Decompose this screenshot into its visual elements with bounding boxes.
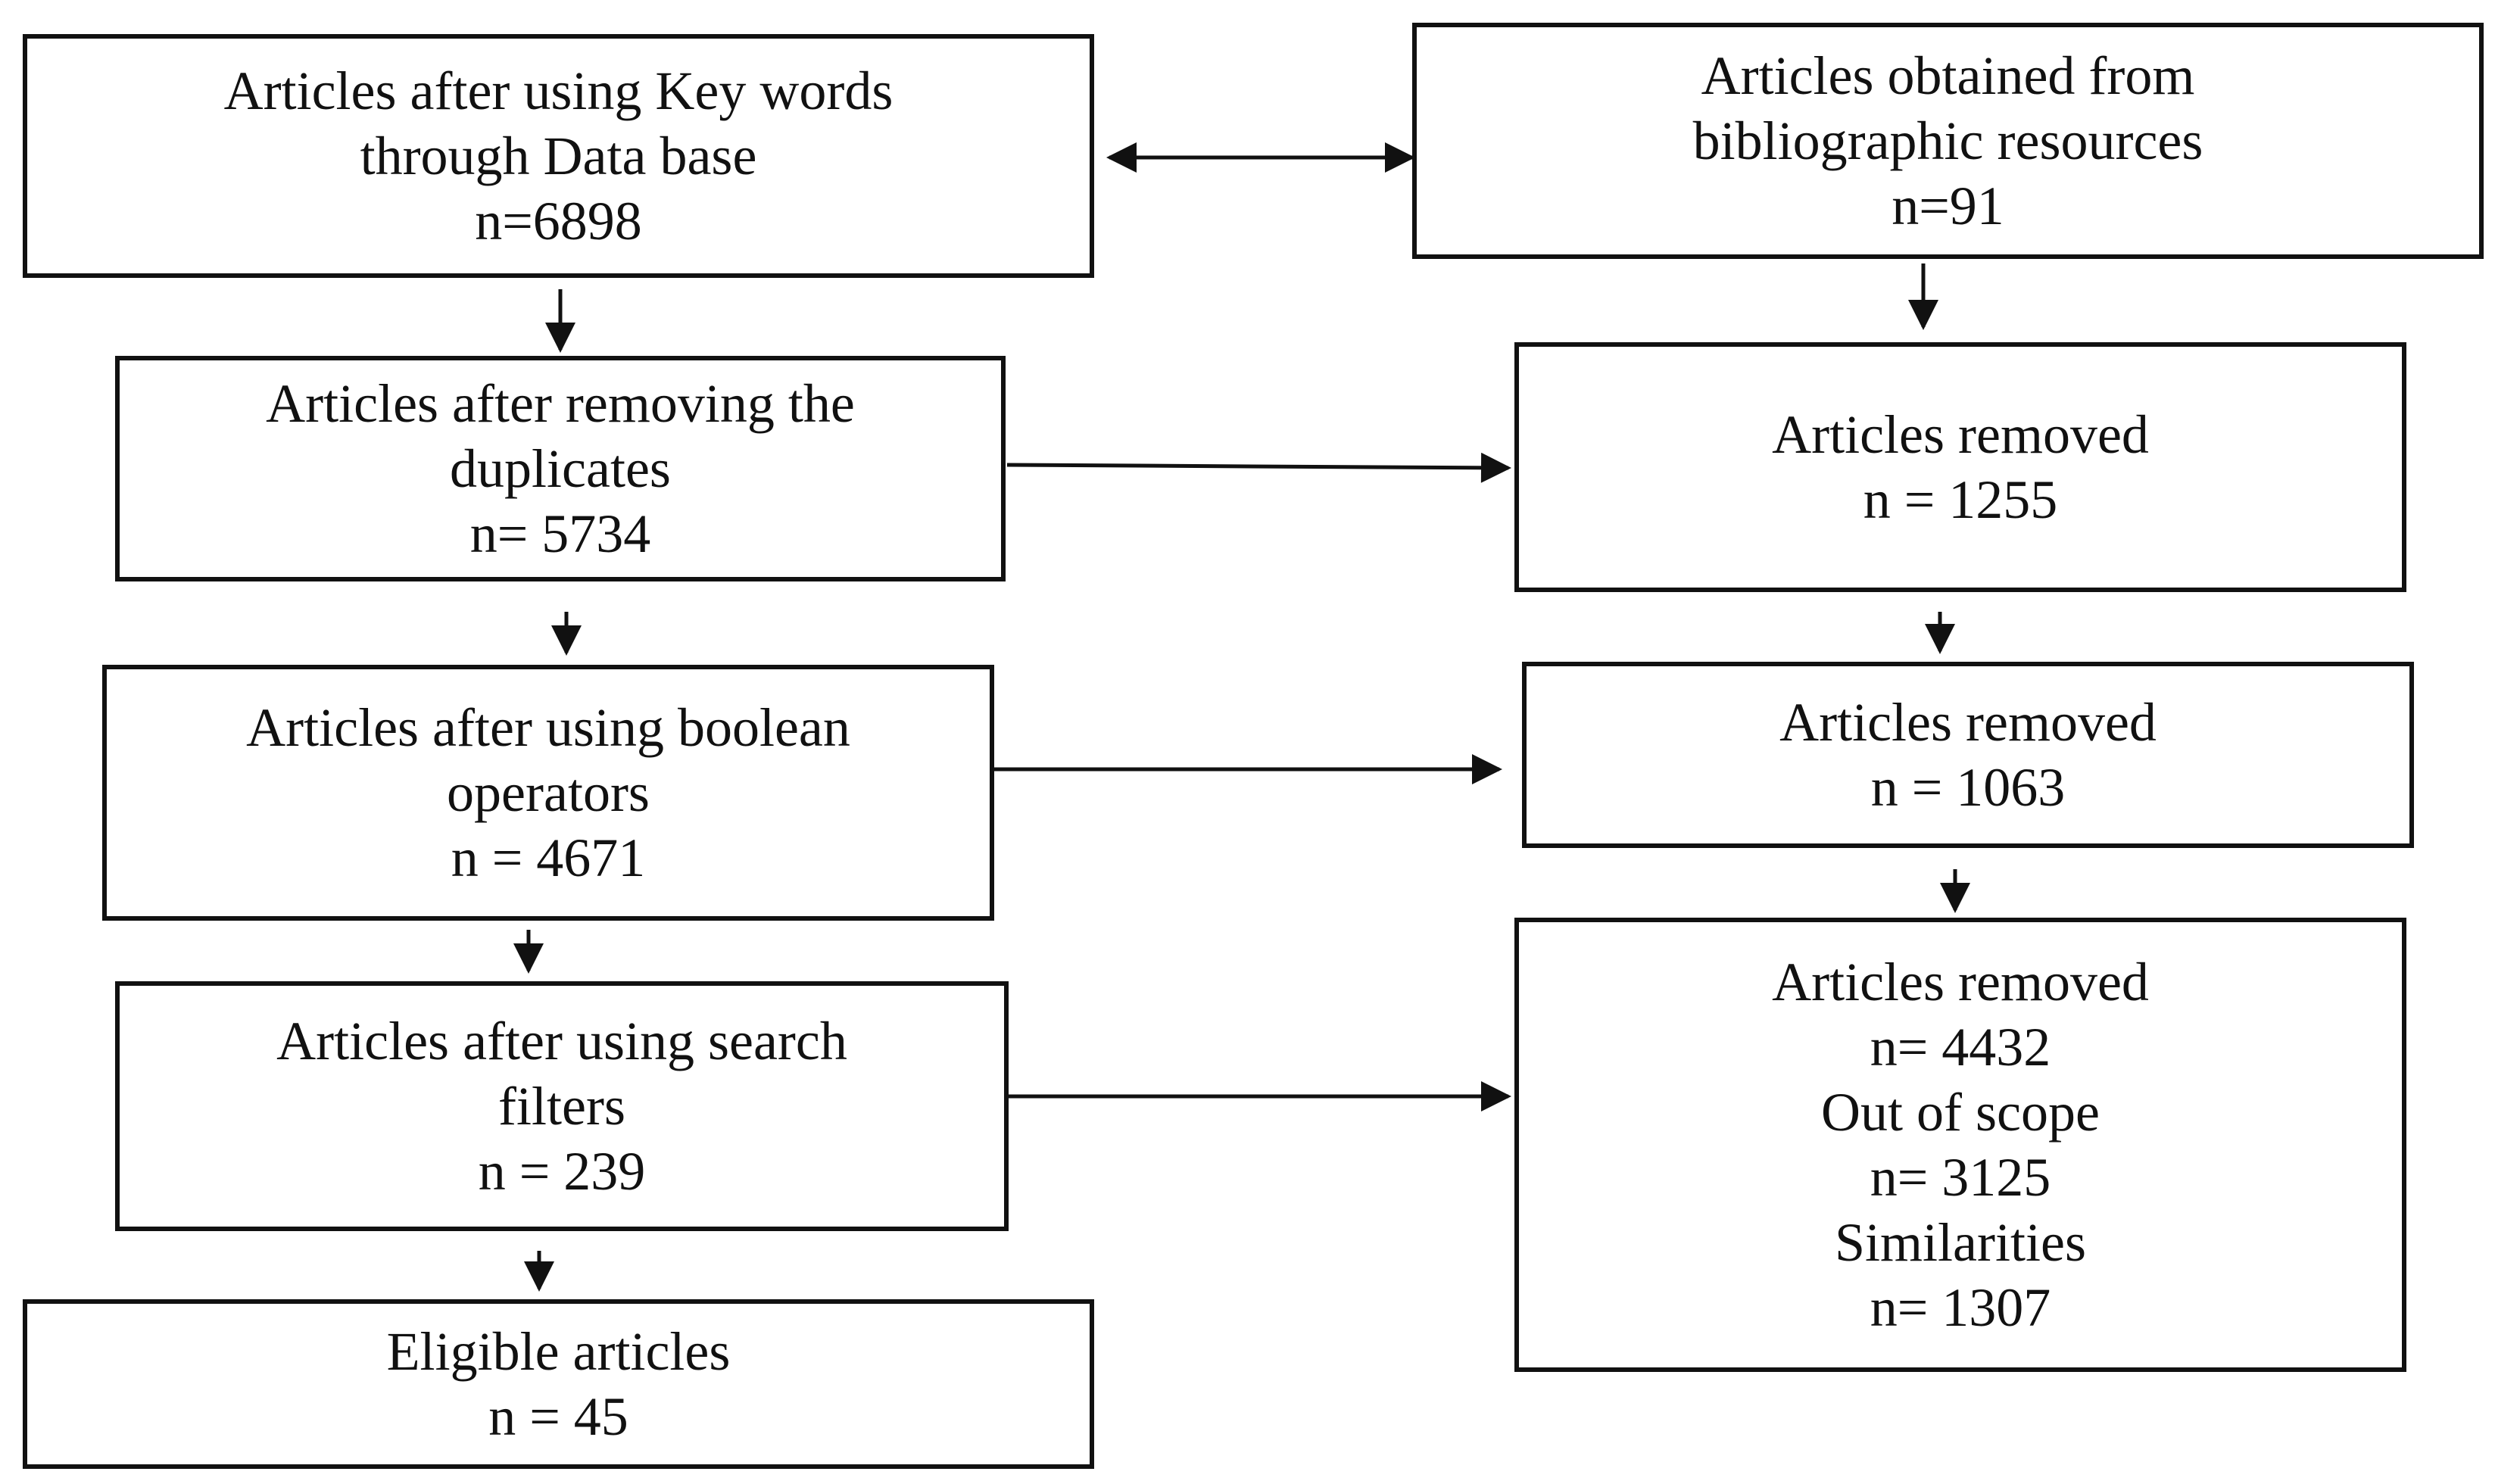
box-articles-removed-2: Articles removed n = 1063: [1522, 662, 2414, 848]
box-eligible-articles: Eligible articles n = 45: [23, 1299, 1094, 1469]
box-keyword-search-count: n=6898: [475, 191, 642, 251]
box-articles-removed-3-reason-2-count: n= 1307: [1870, 1277, 2051, 1338]
box-articles-removed-3-reason-1-count: n= 3125: [1870, 1147, 2051, 1208]
arrow-step-2-to-removed-1: [1006, 452, 1511, 483]
box-boolean-operators-count: n = 4671: [451, 828, 646, 888]
box-articles-removed-3-count: n= 4432: [1870, 1017, 2051, 1077]
box-keyword-search-line-2: through Data base: [360, 126, 757, 186]
box-search-filters-line-2: filters: [498, 1076, 625, 1136]
box-articles-removed-3-reason-2-label: Similarities: [1835, 1212, 2086, 1273]
box-search-filters: Articles after using search filters n = …: [115, 981, 1009, 1231]
box-articles-removed-3-label: Articles removed: [1772, 952, 2149, 1012]
box-eligible-articles-line-1: Eligible articles: [386, 1321, 731, 1382]
box-articles-removed-3: Articles removed n= 4432 Out of scope n=…: [1514, 918, 2406, 1372]
box-remove-duplicates: Articles after removing the duplicates n…: [115, 356, 1006, 581]
box-articles-removed-1-label: Articles removed: [1772, 404, 2149, 465]
box-boolean-operators-line-2: operators: [447, 762, 650, 823]
box-eligible-articles-count: n = 45: [488, 1386, 628, 1447]
box-bibliographic-resources-line-1: Articles obtained from: [1701, 45, 2195, 106]
box-keyword-search-line-1: Articles after using Key words: [223, 61, 894, 121]
box-boolean-operators-line-1: Articles after using boolean: [246, 697, 850, 758]
box-bibliographic-resources-count: n=91: [1892, 176, 2004, 236]
box-articles-removed-3-reason-1-label: Out of scope: [1821, 1082, 2100, 1143]
box-remove-duplicates-line-1: Articles after removing the: [266, 373, 855, 434]
box-articles-removed-2-count: n = 1063: [1870, 757, 2066, 818]
box-articles-removed-2-label: Articles removed: [1779, 692, 2157, 753]
box-boolean-operators: Articles after using boolean operators n…: [102, 665, 994, 921]
box-search-filters-line-1: Articles after using search: [276, 1011, 847, 1071]
box-remove-duplicates-line-2: duplicates: [450, 438, 671, 499]
box-articles-removed-1-count: n = 1255: [1863, 469, 2058, 530]
box-bibliographic-resources-line-2: bibliographic resources: [1692, 111, 2203, 171]
box-articles-removed-1: Articles removed n = 1255: [1514, 342, 2406, 592]
box-remove-duplicates-count: n= 5734: [469, 504, 651, 564]
box-bibliographic-resources: Articles obtained from bibliographic res…: [1412, 23, 2484, 259]
box-keyword-search: Articles after using Key words through D…: [23, 34, 1094, 278]
box-search-filters-count: n = 239: [478, 1141, 646, 1202]
